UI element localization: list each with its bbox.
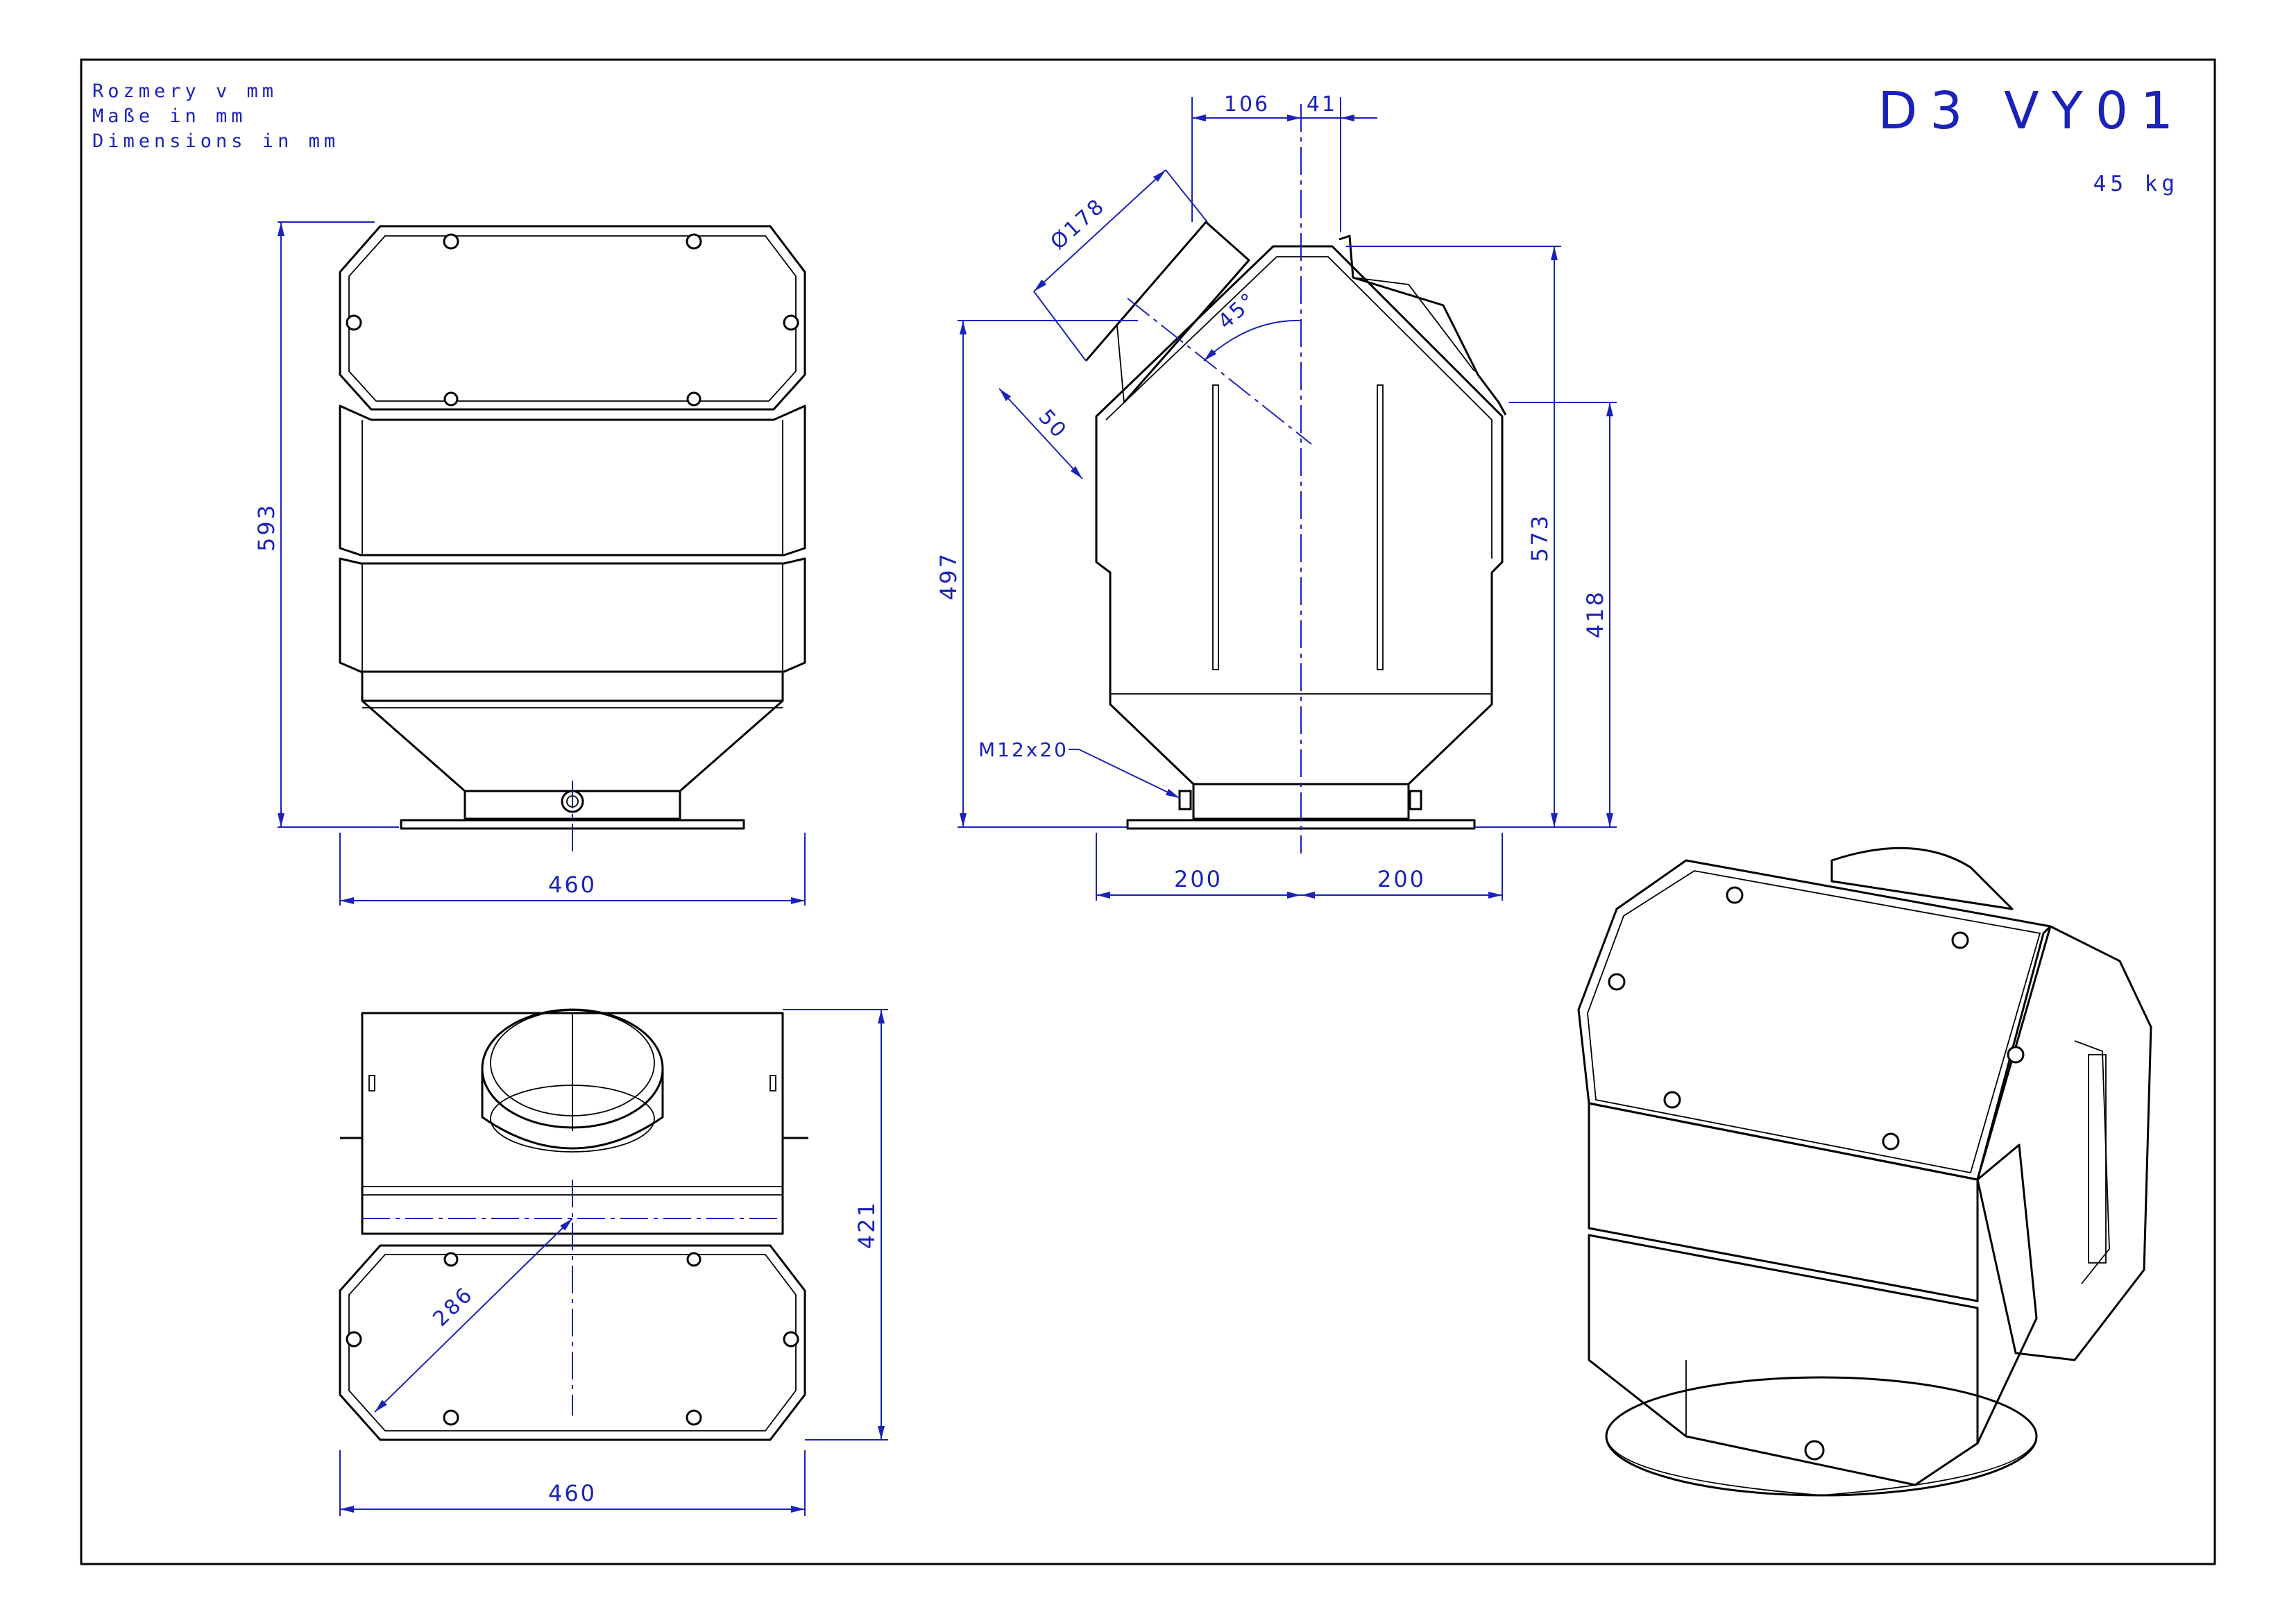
half-width-right-label: 200 [1377, 866, 1426, 892]
height-418-label: 418 [1582, 590, 1608, 638]
depth-label: 421 [853, 1200, 880, 1249]
units-note-line1: Rozmery v mm [92, 80, 278, 102]
front-view-dimensions: 593 460 [253, 221, 806, 906]
front-width-label: 460 [548, 872, 597, 898]
top-offset-right-label: 41 [1307, 92, 1337, 117]
side-view-dimensions: 106 41 Ø178 45° 50 497 573 418 M12x20 [935, 92, 1617, 901]
inlet-length-label: 50 [1033, 405, 1072, 444]
units-note: Rozmery v mm Maße in mm Dimensions in mm [92, 80, 339, 152]
angle-label: 45° [1214, 287, 1262, 334]
units-note-line2: Maße in mm [92, 105, 247, 127]
height-573-label: 573 [1527, 513, 1553, 562]
bolt-label: M12x20 [978, 738, 1069, 761]
top-width-label: 460 [548, 1480, 597, 1506]
units-note-line3: Dimensions in mm [92, 130, 339, 152]
top-view [339, 1008, 808, 1441]
front-height-label: 593 [253, 503, 280, 552]
isometric-view [1577, 847, 2152, 1497]
diameter-label: Ø178 [1046, 194, 1109, 255]
sheet-border [80, 58, 2216, 1565]
top-offset-left-label: 106 [1224, 92, 1270, 117]
front-view [339, 225, 806, 853]
title-block: D3 VY01 45 kg [1878, 81, 2186, 196]
half-width-left-label: 200 [1174, 866, 1223, 892]
radius-label: 286 [428, 1282, 478, 1332]
side-view [1085, 104, 1507, 853]
weight-label: 45 kg [2093, 171, 2179, 196]
height-497-label: 497 [935, 552, 962, 600]
drawing-code: D3 VY01 [1878, 81, 2186, 141]
